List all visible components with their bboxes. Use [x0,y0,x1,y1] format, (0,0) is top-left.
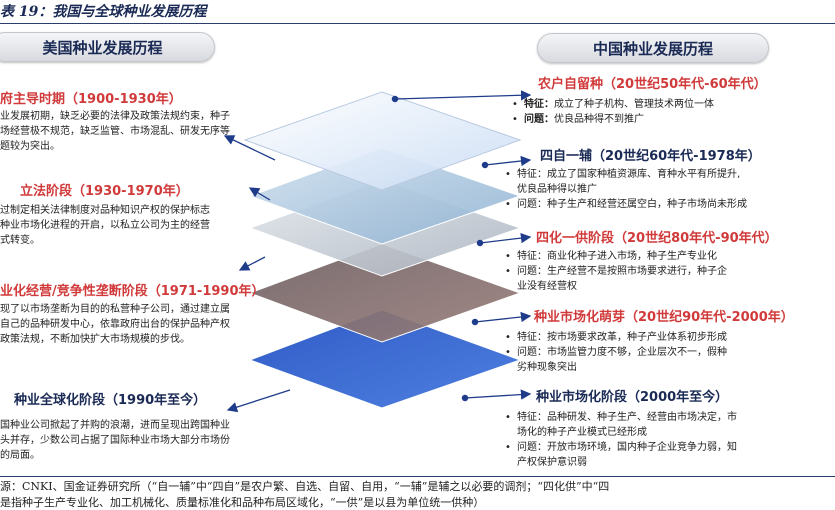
us-stage-1-line-1: 业发展初期，缺乏必要的法律及政策法规约束，种子 [0,111,230,122]
footnote-rule [0,476,835,477]
us-stage-2-line-1: 过制定相关法律制度对品种知识产权的保护标志 [0,205,210,216]
us-stage-3-line-2: 自己的品种研发中心，依靠政府出台的保护品种产权 [0,319,230,330]
us-stage-4-line-3: 的局面。 [0,450,40,461]
footnote-line-1: 源：CNKI、国金证券研究所（“自一辅”中“四自”是农户繁、自选、自留、自用，“… [0,480,610,493]
us-stage-1-line-2: 场经营极不规范，缺乏监管、市场混乱、研发无序等 [0,126,230,137]
cn-stage-5-feature: •特征：品种研发、种子生产、经营由市场决定，市 [505,412,737,423]
cn-stage-3-heading: 四化一供阶段（20世纪80年代-90年代） [536,231,778,246]
figure-title: 表 19：我国与全球种业发展历程 [0,0,835,24]
cn-stage-5-problem: •问题：开放市场环境，国内种子企业竞争力弱，知 [505,442,737,453]
layer-5-blue [248,309,522,409]
cn-stage-4-feature: •特征：按市场要求改革，种子产业体系初步形成 [505,332,727,343]
cn-stage-3-feature: •特征：商业化种子进入市场，种子生产专业化 [505,251,717,262]
cn-stage-3-problem-cont: 业没有经营权 [517,281,577,292]
us-stage-3-heading: 业化经营/竞争性垄断阶段（1971-1990年） [0,284,265,299]
cn-stage-1-problem: •问题：优良品种得不到推广 [512,114,644,125]
cn-stage-2-problem: •问题：种子生产和经营还属空白，种子市场尚未形成 [505,199,747,210]
cn-stage-1-heading: 农户自留种（20世纪50年代-60年代） [538,77,767,92]
us-stage-2-heading: 立法阶段（1930-1970年） [20,184,189,199]
cn-stage-5-problem-cont: 产权保护意识弱 [517,457,587,468]
cn-stage-5-feature-cont: 场化的种子产业模式已经形成 [517,427,647,438]
layer-1-pale [243,91,522,191]
cn-stage-2-feature-cont: 优良品种得以推广 [517,184,597,195]
footnote-line-2: 是指种子生产专业化、加工机械化、质量标准化和品种布局区域化，“一供”是以县为单位… [0,496,485,509]
cn-stage-2-heading: 四自一辅（20世纪60年代-1978年） [540,149,761,164]
cn-stage-5-heading: 种业市场化阶段（2000年至今） [536,390,729,405]
us-stage-3-line-3: 政策法规，不断加快扩大市场规模的步伐。 [0,334,190,345]
right-arrow-1 [391,90,532,103]
us-stage-4-heading: 种业全球化阶段（1990年至今） [14,393,207,408]
cn-stage-3-problem: •问题：生产经营不是按照市场要求进行，种子企 [505,266,727,277]
right-arrow-4 [471,311,532,326]
us-stage-4-line-1: 国种业公司掀起了并购的浪潮，进而呈现出跨国种业 [0,420,230,431]
cn-stage-1-feature: •特征：成立了种子机构、管理技术两位一体 [512,99,714,110]
us-stage-2-line-2: 种业市场化进程的开启，以私立公司为主的经营 [0,220,210,231]
us-stage-3-line-1: 现了以市场垄断为目的的私营种子公司，通过建立属 [0,304,230,315]
left-arrow-1 [223,135,276,161]
china-history-header: 中国种业发展历程 [537,33,769,63]
us-stage-4-line-2: 头并存，少数公司占据了国际种业市场大部分市场份 [0,435,230,446]
right-arrow-3 [476,232,532,247]
us-stage-1-heading: 府主导时期（1900-1930年） [0,92,182,107]
left-arrow-3 [238,256,266,271]
left-arrow-2 [248,187,271,201]
us-stage-2-line-3: 式转变。 [0,235,40,246]
right-arrow-5 [461,389,532,402]
cn-stage-4-heading: 种业市场化萌芽（20世纪90年代-2000年） [534,310,794,325]
right-arrow-2 [481,155,532,169]
us-history-header: 美国种业发展历程 [0,32,215,62]
cn-stage-4-problem: •问题：市场监管力度不够，企业层次不一，假种 [505,347,727,358]
cn-stage-2-feature: •特征：成立了国家种植资源库、育种水平有所提升, [505,169,741,180]
left-arrow-4 [226,389,291,413]
us-stage-1-line-3: 题较为突出。 [0,141,60,152]
cn-stage-4-problem-cont: 劣种现象突出 [517,362,577,373]
